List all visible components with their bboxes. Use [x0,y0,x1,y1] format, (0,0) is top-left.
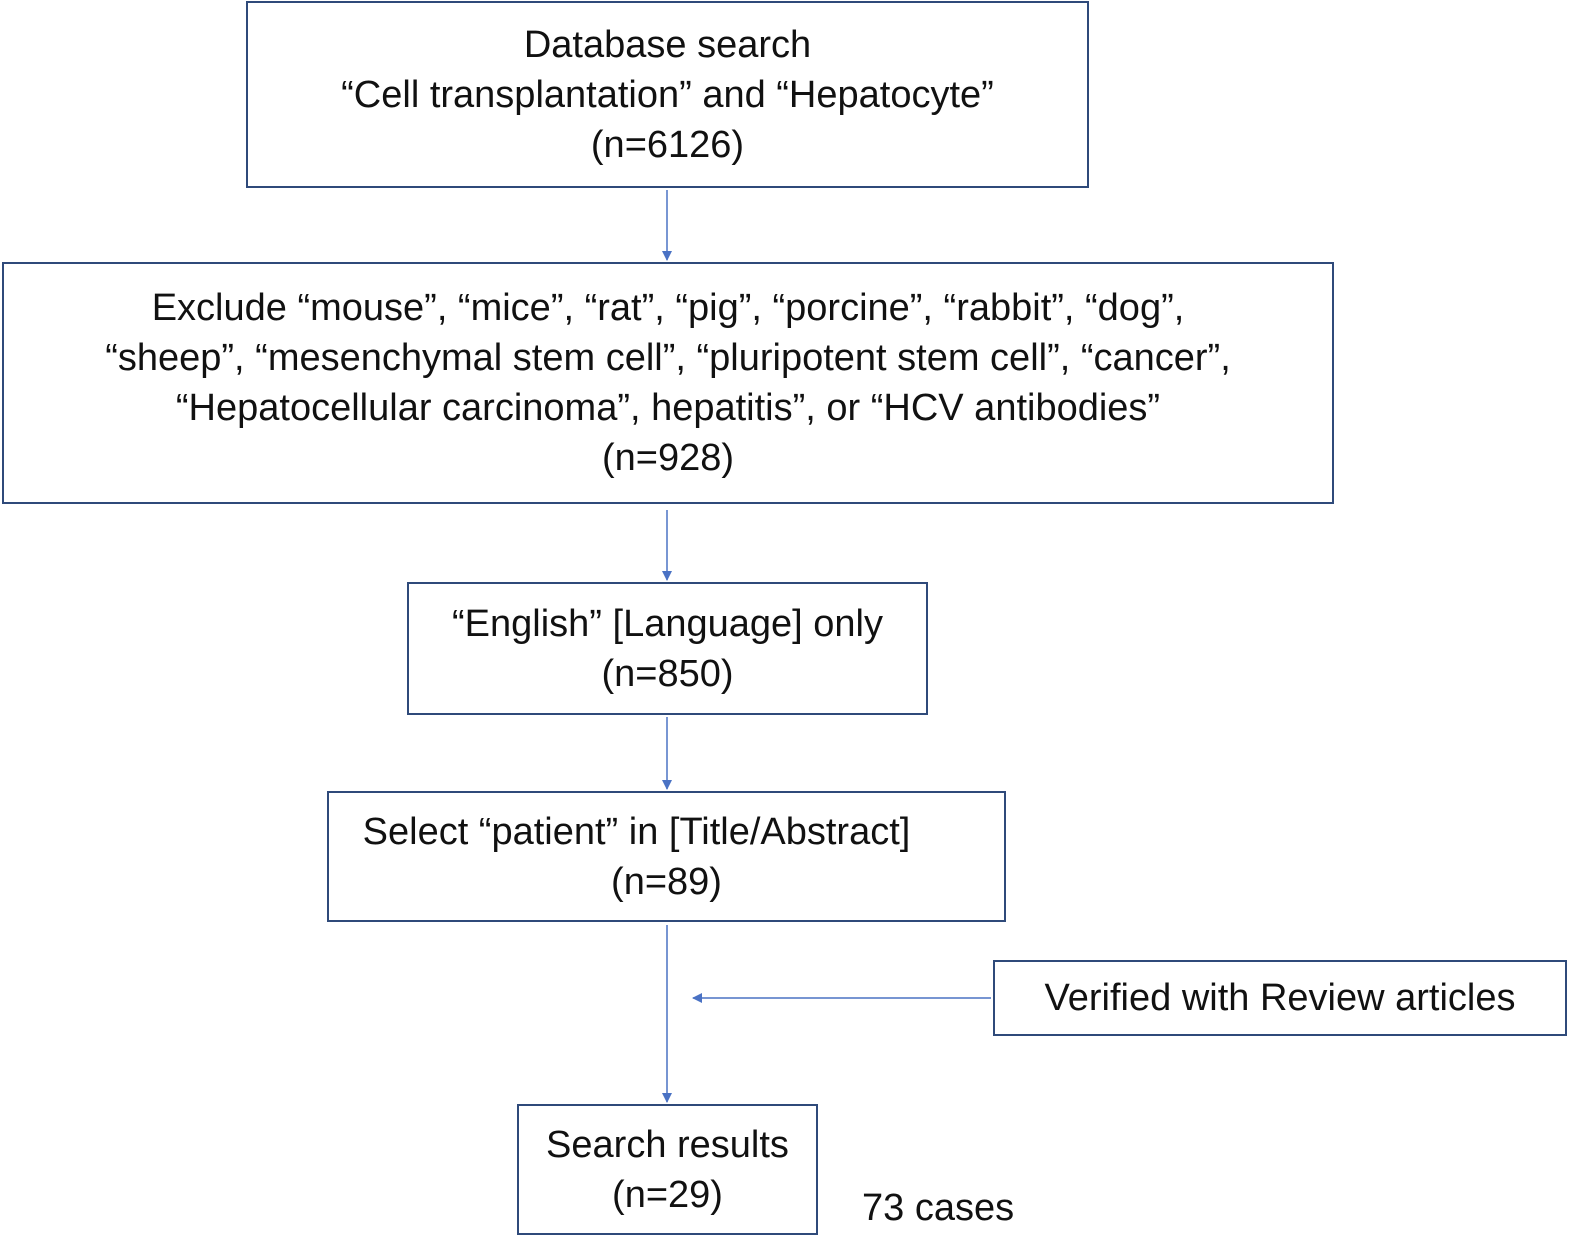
cases-note: 73 cases [862,1187,1015,1229]
database-search-title: Database search [523,23,812,66]
select-patient-label: Select “patient” in [Title/Abstract] [362,810,911,853]
english-only-label: “English” [Language] only [452,602,883,645]
select-patient-count: (n=89) [611,860,722,903]
verified-box: Verified with Review articles [993,960,1567,1036]
select-patient-box: Select “patient” in [Title/Abstract] (n=… [327,791,1006,922]
exclude-line-1: Exclude “mouse”, “mice”, “rat”, “pig”, “… [151,287,1185,329]
exclude-count: (n=928) [601,437,735,479]
search-results-count: (n=29) [612,1173,723,1216]
english-only-count: (n=850) [601,652,734,695]
exclude-line-3: “Hepatocellular carcinoma”, hepatitis”, … [175,387,1161,429]
database-search-count: (n=6126) [590,123,745,166]
exclude-box: Exclude “mouse”, “mice”, “rat”, “pig”, “… [2,262,1334,504]
database-search-box: Database search “Cell transplantation” a… [246,1,1089,188]
english-only-box: “English” [Language] only (n=850) [407,582,928,715]
exclude-line-2: “sheep”, “mesenchymal stem cell”, “pluri… [105,337,1231,379]
database-search-terms: “Cell transplantation” and “Hepatocyte” [341,73,994,116]
search-results-box: Search results (n=29) [517,1104,818,1235]
verified-label: Verified with Review articles [1044,977,1516,1019]
search-results-label: Search results [546,1123,789,1166]
